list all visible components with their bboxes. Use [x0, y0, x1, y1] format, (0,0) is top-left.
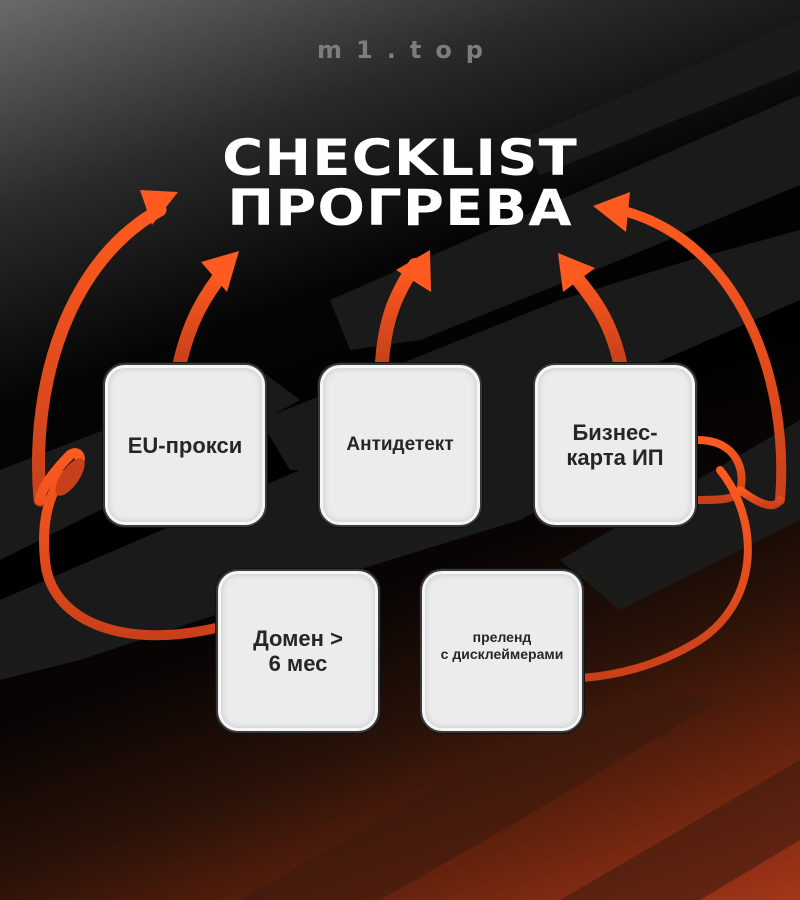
- left-loop-knot: [55, 458, 85, 496]
- checklist-card-antidetect: Антидетект: [318, 363, 482, 527]
- page-title: CHECKLIST ПРОГРЕВА: [0, 133, 800, 233]
- card-label-line-2: 6 мес: [268, 651, 328, 676]
- checklist-card-eu-proxy: EU-прокси: [103, 363, 267, 527]
- card-label: Антидетект: [346, 434, 454, 455]
- checklist-card-domain-age: Домен > 6 мес: [216, 569, 380, 733]
- title-line-2: ПРОГРЕВА: [227, 179, 573, 237]
- arrowhead-right-inner: [558, 253, 595, 292]
- card-label-line-2: карта ИП: [566, 445, 664, 470]
- left-inner-arrow-shaft: [173, 263, 232, 369]
- card-label-line-1: Бизнес-: [572, 420, 658, 445]
- right-inner-arrow-shaft: [563, 263, 627, 369]
- right-outer-connector: [736, 486, 784, 510]
- checklist-card-business-card: Бизнес- карта ИП: [533, 363, 697, 527]
- arrowhead-middle: [396, 250, 431, 292]
- card-label: EU-прокси: [127, 432, 243, 458]
- brand-logo: m1.top: [317, 36, 497, 64]
- checklist-card-prelend: преленд с дисклеймерами: [420, 569, 584, 733]
- arrowhead-left-inner: [201, 251, 239, 292]
- card-label-line-2: с дисклеймерами: [440, 646, 564, 662]
- card-label-line-1: Домен >: [253, 626, 343, 651]
- title-line-1: CHECKLIST: [222, 129, 578, 187]
- card-label-line-1: преленд: [472, 629, 532, 645]
- middle-arrow-shaft: [375, 258, 422, 369]
- right-loop: [693, 436, 746, 504]
